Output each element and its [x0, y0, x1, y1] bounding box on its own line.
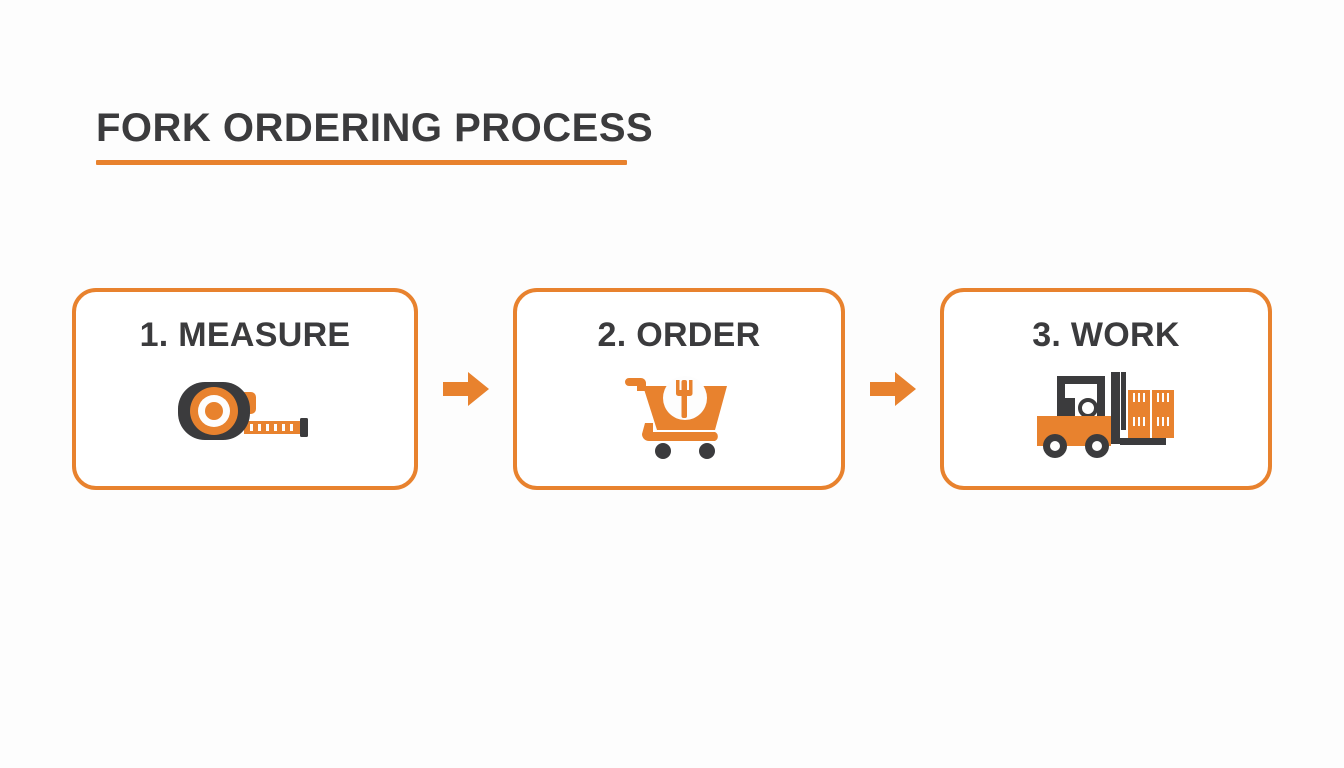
- step-label-measure: 1. MEASURE: [139, 316, 351, 354]
- right-arrow-icon: [869, 372, 916, 406]
- right-arrow-icon: [442, 372, 489, 406]
- flow-arrow-2: [845, 370, 940, 408]
- process-step-order[interactable]: 2. ORDER: [513, 288, 845, 490]
- title-block: FORK ORDERING PROCESS: [96, 108, 653, 165]
- shopping-cart-fork-icon: [623, 368, 735, 460]
- title-underline-rule: [96, 160, 627, 165]
- process-step-work[interactable]: 3. WORK: [940, 288, 1272, 490]
- forklift-icon: [1033, 368, 1179, 460]
- page-title: FORK ORDERING PROCESS: [96, 106, 654, 150]
- step-label-work: 3. WORK: [1032, 316, 1180, 354]
- tape-measure-icon: [170, 368, 320, 460]
- process-flow-diagram: 1. MEASURE: [72, 284, 1272, 494]
- process-step-measure[interactable]: 1. MEASURE: [72, 288, 418, 490]
- step-label-order: 2. ORDER: [597, 316, 761, 354]
- flow-arrow-1: [418, 370, 513, 408]
